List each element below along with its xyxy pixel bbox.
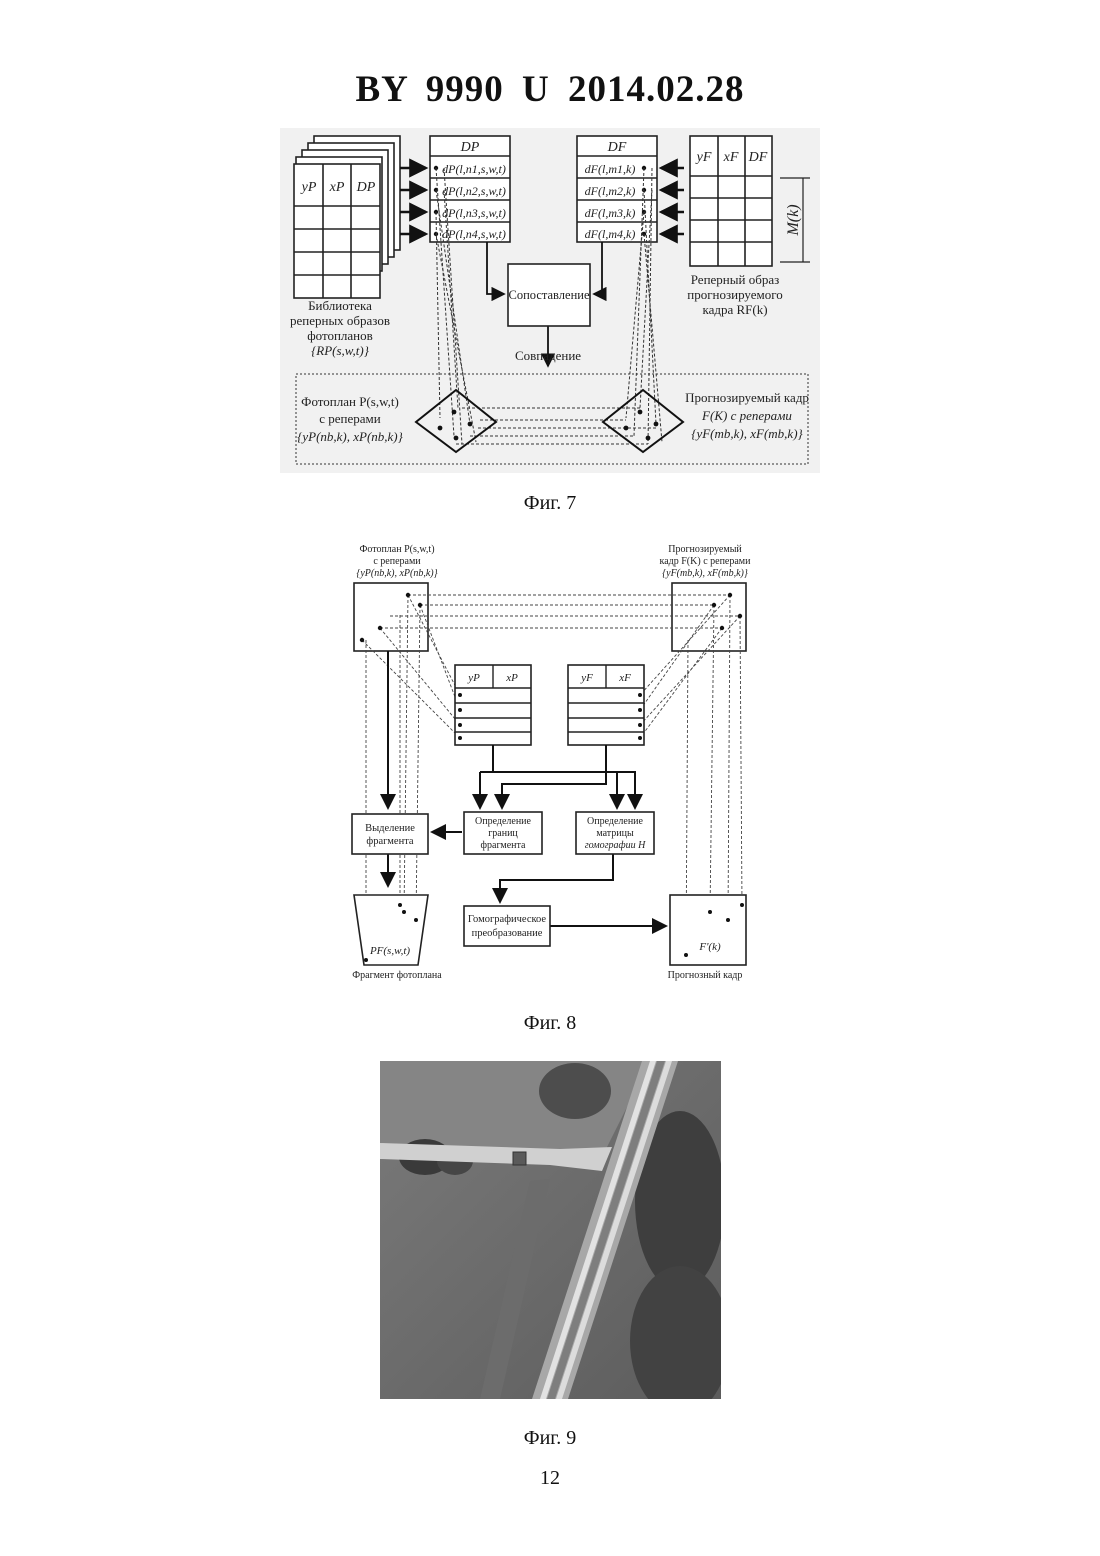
dp-row: dP(l,n2,s,w,t)	[442, 184, 506, 198]
svg-text:{yF(mb,k), xF(mb,k)}: {yF(mb,k), xF(mb,k)}	[662, 568, 748, 579]
svg-text:yP: yP	[467, 672, 480, 684]
mk-label: M(k)	[785, 204, 802, 236]
frame-header-x: xF	[723, 150, 739, 165]
predicted-caption-fig8: Прогнозируемый кадр F(K) с реперами {yF(…	[660, 544, 752, 579]
svg-text:матрицы: матрицы	[596, 828, 634, 839]
df-row: dF(l,m1,k)	[585, 162, 636, 176]
svg-text:гомографии H: гомографии H	[585, 840, 646, 851]
figure-8-caption: Фиг. 8	[0, 1012, 1100, 1035]
svg-text:F'(k): F'(k)	[698, 941, 721, 953]
svg-text:Определение: Определение	[475, 816, 532, 827]
figure-8-diagram: Фотоплан P(s,w,t) с реперами {yP(nb,k), …	[340, 540, 770, 985]
svg-text:с реперами: с реперами	[373, 556, 421, 567]
dp-header: DP	[460, 140, 480, 155]
forecast-frame-box: F'(k)	[670, 895, 746, 965]
compare-box: Сопоставление	[508, 264, 590, 326]
frame-header-d: DF	[748, 150, 768, 165]
svg-text:Гомографическое: Гомографическое	[468, 914, 547, 925]
svg-text:{RP(s,w,t)}: {RP(s,w,t)}	[311, 343, 370, 358]
svg-text:Реперный образ: Реперный образ	[691, 272, 779, 287]
svg-text:Прогнозируемый кадр: Прогнозируемый кадр	[685, 390, 809, 405]
table-p: yP xP	[455, 665, 531, 745]
svg-text:Фотоплан P(s,w,t): Фотоплан P(s,w,t)	[359, 544, 434, 555]
fragment-bounds-box: Определение границ фрагмента	[464, 812, 542, 854]
svg-text:Прогнозируемый: Прогнозируемый	[668, 544, 742, 555]
df-row: dF(l,m2,k)	[585, 184, 636, 198]
dp-row: dP(l,n4,s,w,t)	[442, 227, 506, 241]
svg-text:реперных образов: реперных образов	[290, 313, 390, 328]
svg-text:фрагмента: фрагмента	[366, 836, 414, 847]
select-fragment-box: Выделение фрагмента	[352, 814, 428, 854]
df-row: dF(l,m3,k)	[585, 206, 636, 220]
svg-text:xP: xP	[505, 672, 518, 684]
homography-matrix-box: Определение матрицы гомографии H	[576, 812, 654, 854]
svg-text:{yF(mb,k), xF(mb,k)}: {yF(mb,k), xF(mb,k)}	[691, 426, 803, 441]
svg-text:фрагмента: фрагмента	[481, 840, 526, 851]
homography-transform-box: Гомографическое преобразование	[464, 906, 550, 946]
figure-7-caption: Фиг. 7	[0, 492, 1100, 515]
svg-text:PF(s,w,t): PF(s,w,t)	[369, 945, 410, 957]
dp-row: dP(l,n3,s,w,t)	[442, 206, 506, 220]
svg-text:yF: yF	[580, 672, 593, 684]
dp-row: dP(l,n1,s,w,t)	[442, 162, 506, 176]
svg-text:Выделение: Выделение	[365, 823, 415, 834]
svg-text:Определение: Определение	[587, 816, 644, 827]
svg-text:прогнозируемого: прогнозируемого	[687, 287, 783, 302]
svg-text:Библиотека: Библиотека	[308, 298, 372, 313]
frame-table: yF xF DF	[690, 136, 772, 266]
predicted-frame-box	[672, 583, 746, 651]
predicted-caption-fig7: Прогнозируемый кадр F(K) с реперами {yF(…	[685, 390, 809, 441]
svg-text:границ: границ	[488, 828, 518, 839]
df-header: DF	[607, 140, 627, 155]
svg-text:кадра RF(k): кадра RF(k)	[702, 302, 767, 317]
photoplan-caption-fig8: Фотоплан P(s,w,t) с реперами {yP(nb,k), …	[356, 544, 437, 579]
svg-text:F(K) с реперами: F(K) с реперами	[701, 408, 792, 423]
svg-text:xF: xF	[618, 672, 631, 684]
library-header-y: yP	[300, 180, 317, 195]
frame-header-y: yF	[695, 150, 712, 165]
library-header-x: xP	[329, 180, 345, 195]
svg-text:кадр F(K) с реперами: кадр F(K) с реперами	[660, 556, 752, 567]
library-header-d: DP	[356, 180, 376, 195]
fragment-trapezoid: PF(s,w,t)	[354, 895, 428, 965]
figure-9-caption: Фиг. 9	[0, 1427, 1100, 1450]
patent-header: BY 9990 U 2014.02.28	[0, 68, 1100, 111]
svg-text:Сопоставление: Сопоставление	[509, 288, 590, 302]
aerial-photo	[380, 1061, 721, 1399]
page-number: 12	[0, 1467, 1100, 1490]
svg-text:{yP(nb,k), xP(nb,k)}: {yP(nb,k), xP(nb,k)}	[356, 568, 437, 579]
match-label: Совпадение	[515, 348, 581, 363]
svg-text:Фотоплан P(s,w,t): Фотоплан P(s,w,t)	[301, 394, 399, 409]
figure-7-diagram: yP xP DP Библиотека реперных образов фот…	[280, 128, 820, 473]
forecast-caption: Прогнозный кадр	[668, 970, 743, 981]
svg-text:преобразование: преобразование	[472, 928, 543, 939]
dp-table: DP dP(l,n1,s,w,t) dP(l,n2,s,w,t) dP(l,n3…	[430, 136, 510, 242]
svg-text:{yP(nb,k), xP(nb,k)}: {yP(nb,k), xP(nb,k)}	[297, 429, 403, 444]
table-f: yF xF	[568, 665, 644, 745]
fragment-caption: Фрагмент фотоплана	[352, 970, 442, 981]
svg-text:фотопланов: фотопланов	[307, 328, 373, 343]
df-table: DF dF(l,m1,k) dF(l,m2,k) dF(l,m3,k) dF(l…	[577, 136, 657, 242]
svg-text:с реперами: с реперами	[319, 411, 381, 426]
df-row: dF(l,m4,k)	[585, 227, 636, 241]
